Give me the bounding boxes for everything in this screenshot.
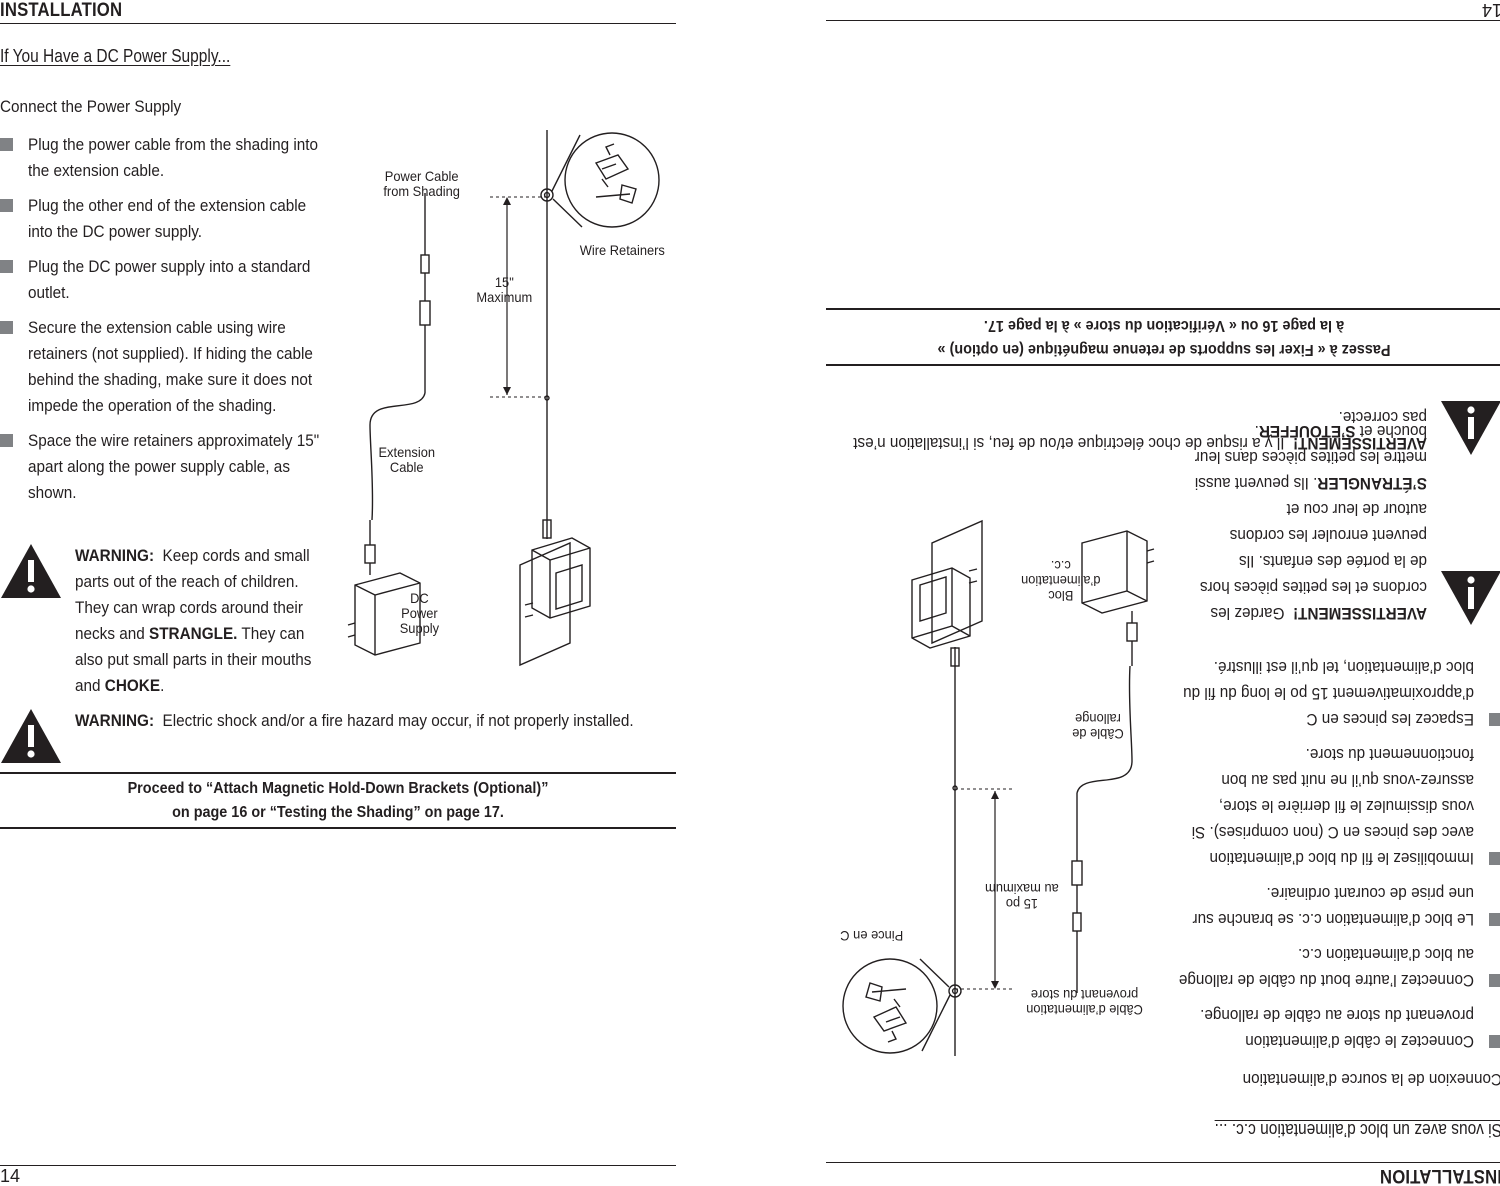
label-power-cable: Power Cable from Shading: [383, 168, 460, 199]
page-title: If You Have a DC Power Supply...: [0, 46, 231, 66]
warning-triangle-icon: [1, 709, 61, 763]
divider: [826, 308, 1500, 310]
step-item: Secure the extension cable using wire re…: [0, 315, 330, 419]
label-spacing: 15 po au maximum: [985, 881, 1059, 912]
warning-text: AVERTISSEMENT! Il y a risque de choc éle…: [853, 408, 1427, 453]
right-page: INSTALLATION Si vous avez un bloc d’alim…: [826, 0, 1500, 1186]
warning-triangle-icon: [1, 544, 61, 598]
warning-electric: WARNING: Electric shock and/or a fire ha…: [0, 708, 676, 764]
warning-text: WARNING: Keep cords and small parts out …: [75, 546, 312, 695]
divider: [0, 827, 676, 829]
proceed-note: Passez à « Fixer les supports de retenue…: [937, 317, 1391, 358]
label-wire-retainers: Pince en C: [840, 928, 904, 944]
warning-text: WARNING: Electric shock and/or a fire ha…: [75, 711, 634, 730]
square-bullet-icon: [0, 434, 13, 447]
square-bullet-icon: [0, 260, 13, 273]
page-number: 14: [1481, 0, 1500, 20]
step-item: Connectez le câble d’alimentation proven…: [1162, 1002, 1500, 1054]
subheading: Connect the Power Supply: [0, 97, 182, 116]
footer-rule: [0, 1165, 676, 1166]
warning-children: WARNING: Keep cords and small parts out …: [0, 543, 330, 695]
label-spacing: 15" Maximum: [476, 274, 533, 305]
square-bullet-icon: [1489, 852, 1500, 865]
warning-electric: AVERTISSEMENT! Il y a risque de choc éle…: [826, 396, 1500, 456]
label-dc-power-supply: DC Power Supply: [399, 590, 440, 636]
header-rule: [0, 23, 676, 24]
step-item: Le bloc d’alimentation c.c. se branche s…: [1162, 880, 1500, 932]
section-header: INSTALLATION: [1379, 1165, 1500, 1186]
step-item: Plug the power cable from the shading in…: [0, 132, 330, 184]
proceed-note: Proceed to “Attach Magnetic Hold-Down Br…: [127, 780, 549, 821]
label-dc-power-supply: Bloc d’alimentation c.c.: [1021, 558, 1101, 604]
divider: [0, 772, 676, 774]
subheading: Connexion de la source d’alimentation: [1242, 1070, 1500, 1089]
step-list: Plug the power cable from the shading in…: [0, 132, 330, 515]
installation-diagram: Power Cable from Shading Wire Retainers …: [340, 125, 676, 675]
page-number: 14: [0, 1166, 21, 1186]
header-rule: [826, 1162, 1500, 1163]
square-bullet-icon: [1489, 1035, 1500, 1048]
section-header: INSTALLATION: [0, 0, 123, 21]
step-item: Space the wire retainers approximately 1…: [0, 428, 330, 506]
divider: [826, 364, 1500, 366]
step-item: Espacez les pinces en C d’approximativem…: [1162, 654, 1500, 732]
square-bullet-icon: [1489, 974, 1500, 987]
square-bullet-icon: [0, 321, 13, 334]
step-item: Plug the DC power supply into a standard…: [0, 254, 330, 306]
square-bullet-icon: [1489, 913, 1500, 926]
label-extension-cable: Extension Cable: [378, 444, 436, 475]
left-page: INSTALLATION If You Have a DC Power Supp…: [0, 0, 676, 1186]
label-extension-cable: Câble de rallonge: [1072, 711, 1124, 742]
step-item: Connectez l’autre bout du câble de rallo…: [1162, 941, 1500, 993]
page-title: Si vous avez un bloc d’alimentation c.c.…: [1214, 1120, 1500, 1140]
diagram-drawing: [842, 519, 1155, 1056]
label-wire-retainers: Wire Retainers: [579, 242, 665, 258]
square-bullet-icon: [1489, 713, 1500, 726]
step-item: Immobilisez le fil du bloc d’alimentatio…: [1162, 741, 1500, 871]
square-bullet-icon: [0, 138, 13, 151]
label-power-cable: Câble d’alimentation provenant du store: [1026, 987, 1143, 1018]
step-item: Plug the other end of the extension cabl…: [0, 193, 330, 245]
warning-children: AVERTISSEMENT! Gardez les cordons et les…: [1162, 422, 1500, 626]
warning-triangle-icon: [1441, 401, 1500, 455]
footer-rule: [826, 20, 1500, 21]
diagram-drawing: [347, 130, 660, 667]
step-list: Connectez le câble d’alimentation proven…: [1162, 645, 1500, 1054]
warning-triangle-icon: [1441, 571, 1500, 625]
square-bullet-icon: [0, 199, 13, 212]
installation-diagram: Câble d’alimentation provenant du store …: [826, 511, 1162, 1061]
